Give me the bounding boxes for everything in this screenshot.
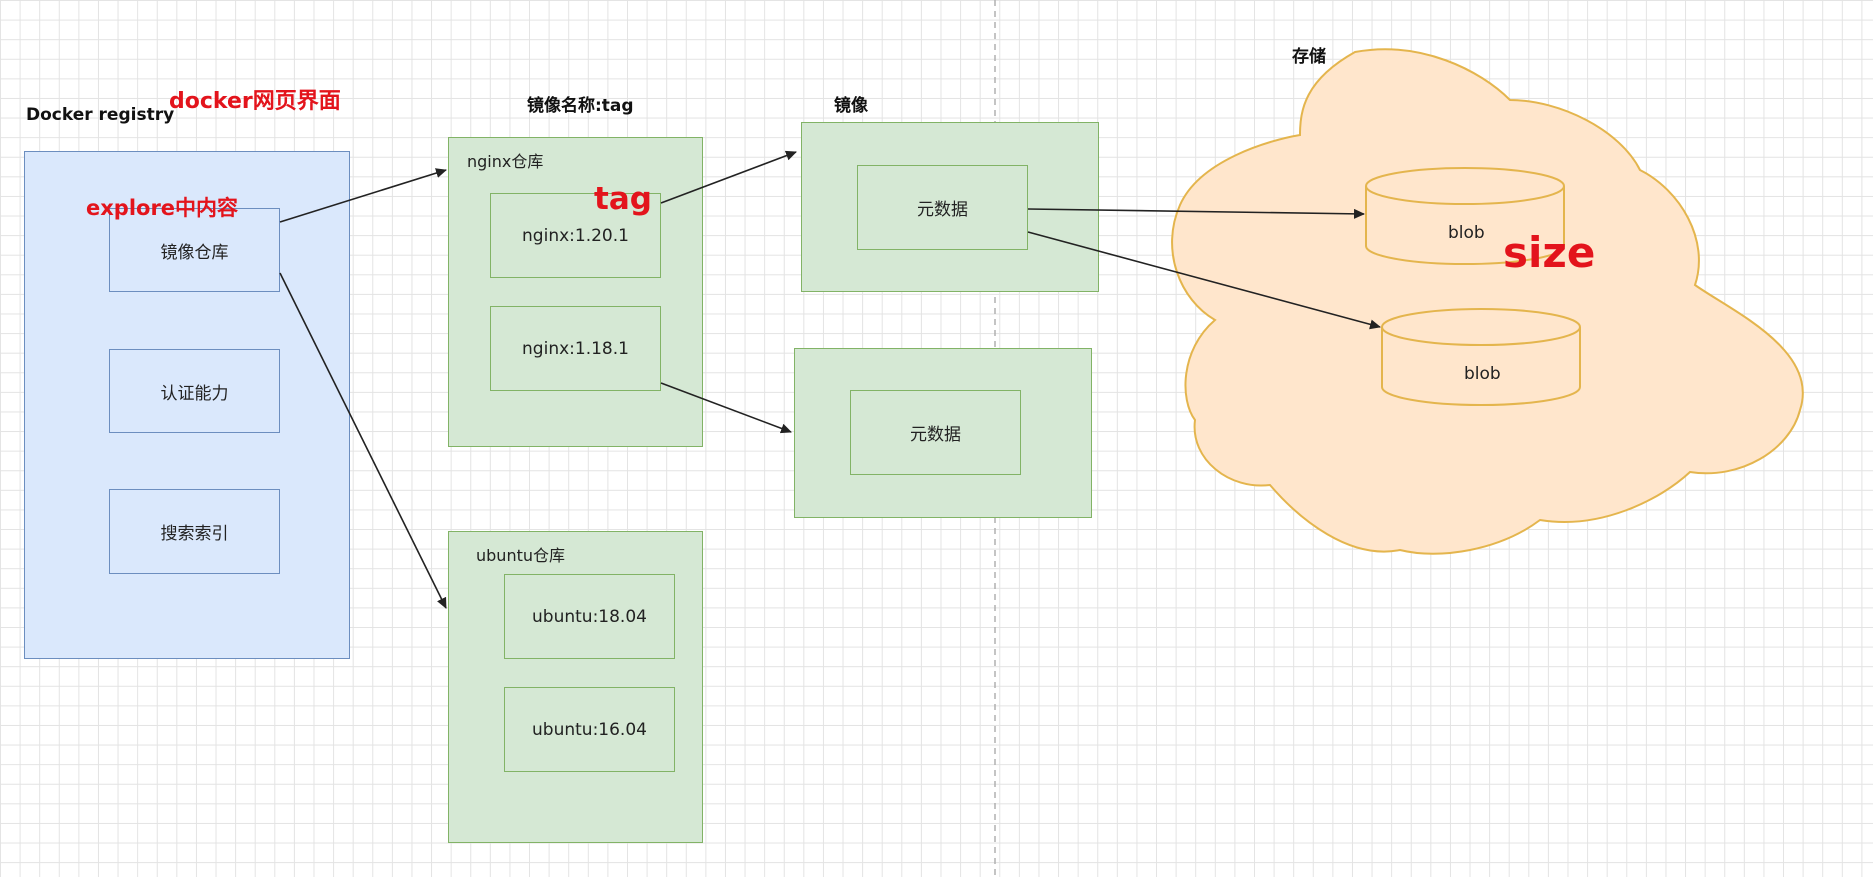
annotation-tag: tag	[594, 181, 652, 217]
tag-nginx-1-20-1[interactable]: nginx:1.20.1	[490, 193, 661, 278]
registry-item-auth[interactable]: 认证能力	[109, 349, 280, 433]
blob-label-1: blob	[1448, 223, 1485, 243]
header-image-name-tag: 镜像名称:tag	[527, 96, 634, 116]
tag-nginx-1-18-1[interactable]: nginx:1.18.1	[490, 306, 661, 391]
storage-cloud	[1171, 48, 1804, 555]
annotation-size: size	[1503, 228, 1596, 277]
registry-item-search-index[interactable]: 搜索索引	[109, 489, 280, 574]
tag-ubuntu-16-04[interactable]: ubuntu:16.04	[504, 687, 675, 772]
nginx-repo[interactable]	[448, 137, 703, 447]
annotation-explore: explore中内容	[86, 196, 239, 220]
image-2-metadata[interactable]: 元数据	[850, 390, 1021, 475]
annotation-docker-web: docker网页界面	[169, 89, 341, 114]
header-storage: 存储	[1292, 47, 1326, 67]
ubuntu-repo-title: ubuntu仓库	[476, 546, 565, 565]
tag-ubuntu-18-04[interactable]: ubuntu:18.04	[504, 574, 675, 659]
header-image: 镜像	[834, 96, 868, 116]
blob-label-2: blob	[1464, 364, 1501, 384]
registry-title: Docker registry	[26, 105, 175, 125]
blob-cylinder-2	[1381, 308, 1581, 406]
registry-item-image-repo[interactable]: 镜像仓库	[109, 208, 280, 292]
nginx-repo-title: nginx仓库	[467, 152, 544, 171]
image-1-metadata[interactable]: 元数据	[857, 165, 1028, 250]
